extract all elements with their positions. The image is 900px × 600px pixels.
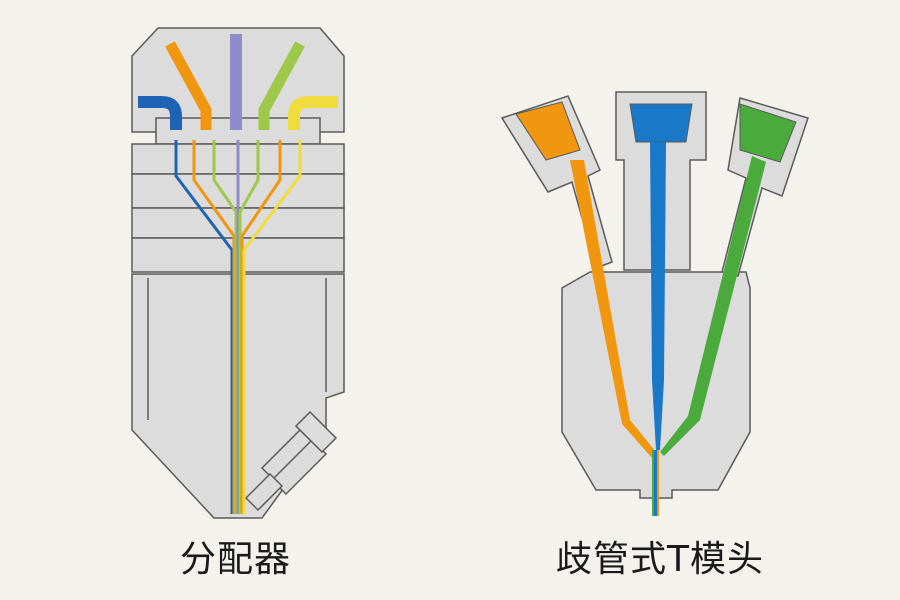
orange-branch-2 [240,140,282,514]
merged-outlet-green [652,450,654,516]
orange-inlet [165,41,212,130]
orange-branch-1 [192,140,236,514]
green-inlet [258,41,305,130]
manifold-channels [515,101,797,516]
merged-outlet-blue [654,450,657,516]
distributor-bolt-assembly [244,410,338,512]
yellow-inlet [288,96,338,130]
yellow-branch [242,140,302,514]
green-branch-1 [212,140,238,514]
blue-channel [650,142,666,450]
blue-funnel [629,103,693,143]
caption-distributor: 分配器 [180,539,292,580]
orange-channel [570,160,656,458]
caption-manifold-t-die: 歧管式T模头 [556,539,764,580]
orange-funnel [515,101,581,161]
distributor-branches [174,140,302,514]
blue-inlet [138,96,182,130]
blue-branch [174,140,234,514]
distributor-inlets [138,34,338,130]
green-funnel [739,103,797,163]
merged-outlet-orange [657,450,659,516]
green-channel [660,156,766,456]
green-branch-2 [238,140,260,514]
